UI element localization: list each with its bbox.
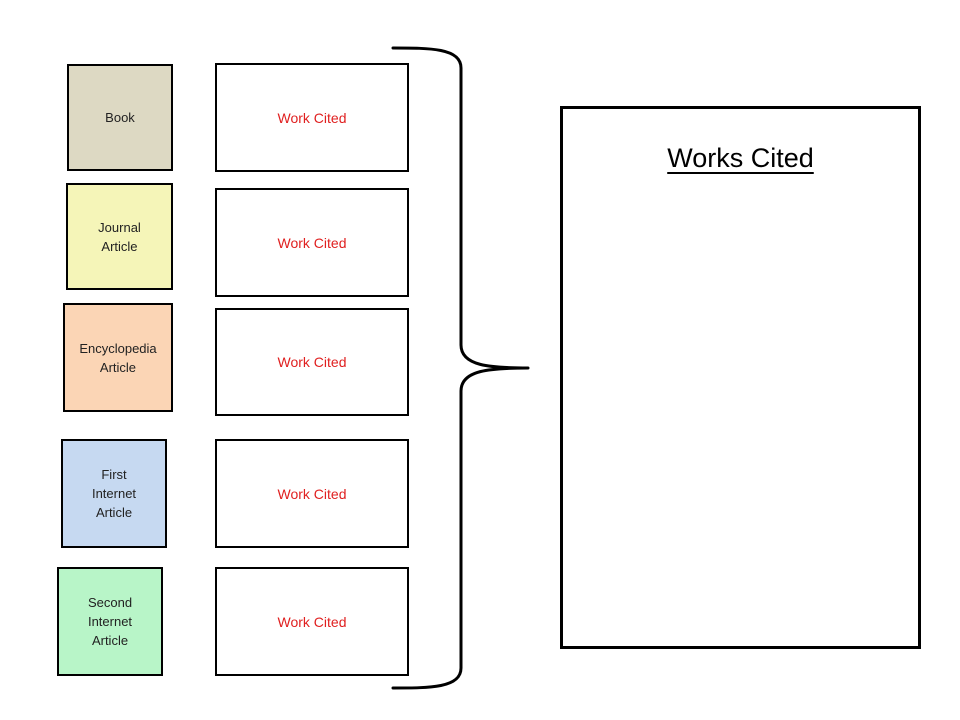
- source-label-first-internet-article: First Internet Article: [91, 467, 137, 520]
- source-label-journal-article: Journal Article: [98, 219, 141, 254]
- work-cited-label: Work Cited: [277, 613, 347, 630]
- works-cited-title: Works Cited: [667, 143, 814, 173]
- work-cited-box-4: Work Cited: [215, 439, 409, 548]
- source-box-first-internet-article: First Internet Article: [61, 439, 167, 548]
- work-cited-label: Work Cited: [277, 234, 347, 251]
- work-cited-box-3: Work Cited: [215, 308, 409, 416]
- work-cited-box-5: Work Cited: [215, 567, 409, 676]
- source-label-encyclopedia-article: Encyclopedia Article: [79, 340, 157, 375]
- work-cited-label: Work Cited: [277, 485, 347, 502]
- works-cited-page: Works Cited: [560, 106, 921, 649]
- source-box-book: Book: [67, 64, 173, 171]
- work-cited-label: Work Cited: [277, 109, 347, 126]
- source-box-second-internet-article: Second Internet Article: [57, 567, 163, 676]
- source-label-book: Book: [105, 110, 135, 125]
- source-box-encyclopedia-article: Encyclopedia Article: [63, 303, 173, 412]
- work-cited-box-1: Work Cited: [215, 63, 409, 172]
- curly-brace-path: [391, 46, 530, 690]
- source-box-journal-article: Journal Article: [66, 183, 173, 290]
- work-cited-label: Work Cited: [277, 354, 347, 370]
- work-cited-box-2: Work Cited: [215, 188, 409, 297]
- source-label-second-internet-article: Second Internet Article: [87, 595, 133, 648]
